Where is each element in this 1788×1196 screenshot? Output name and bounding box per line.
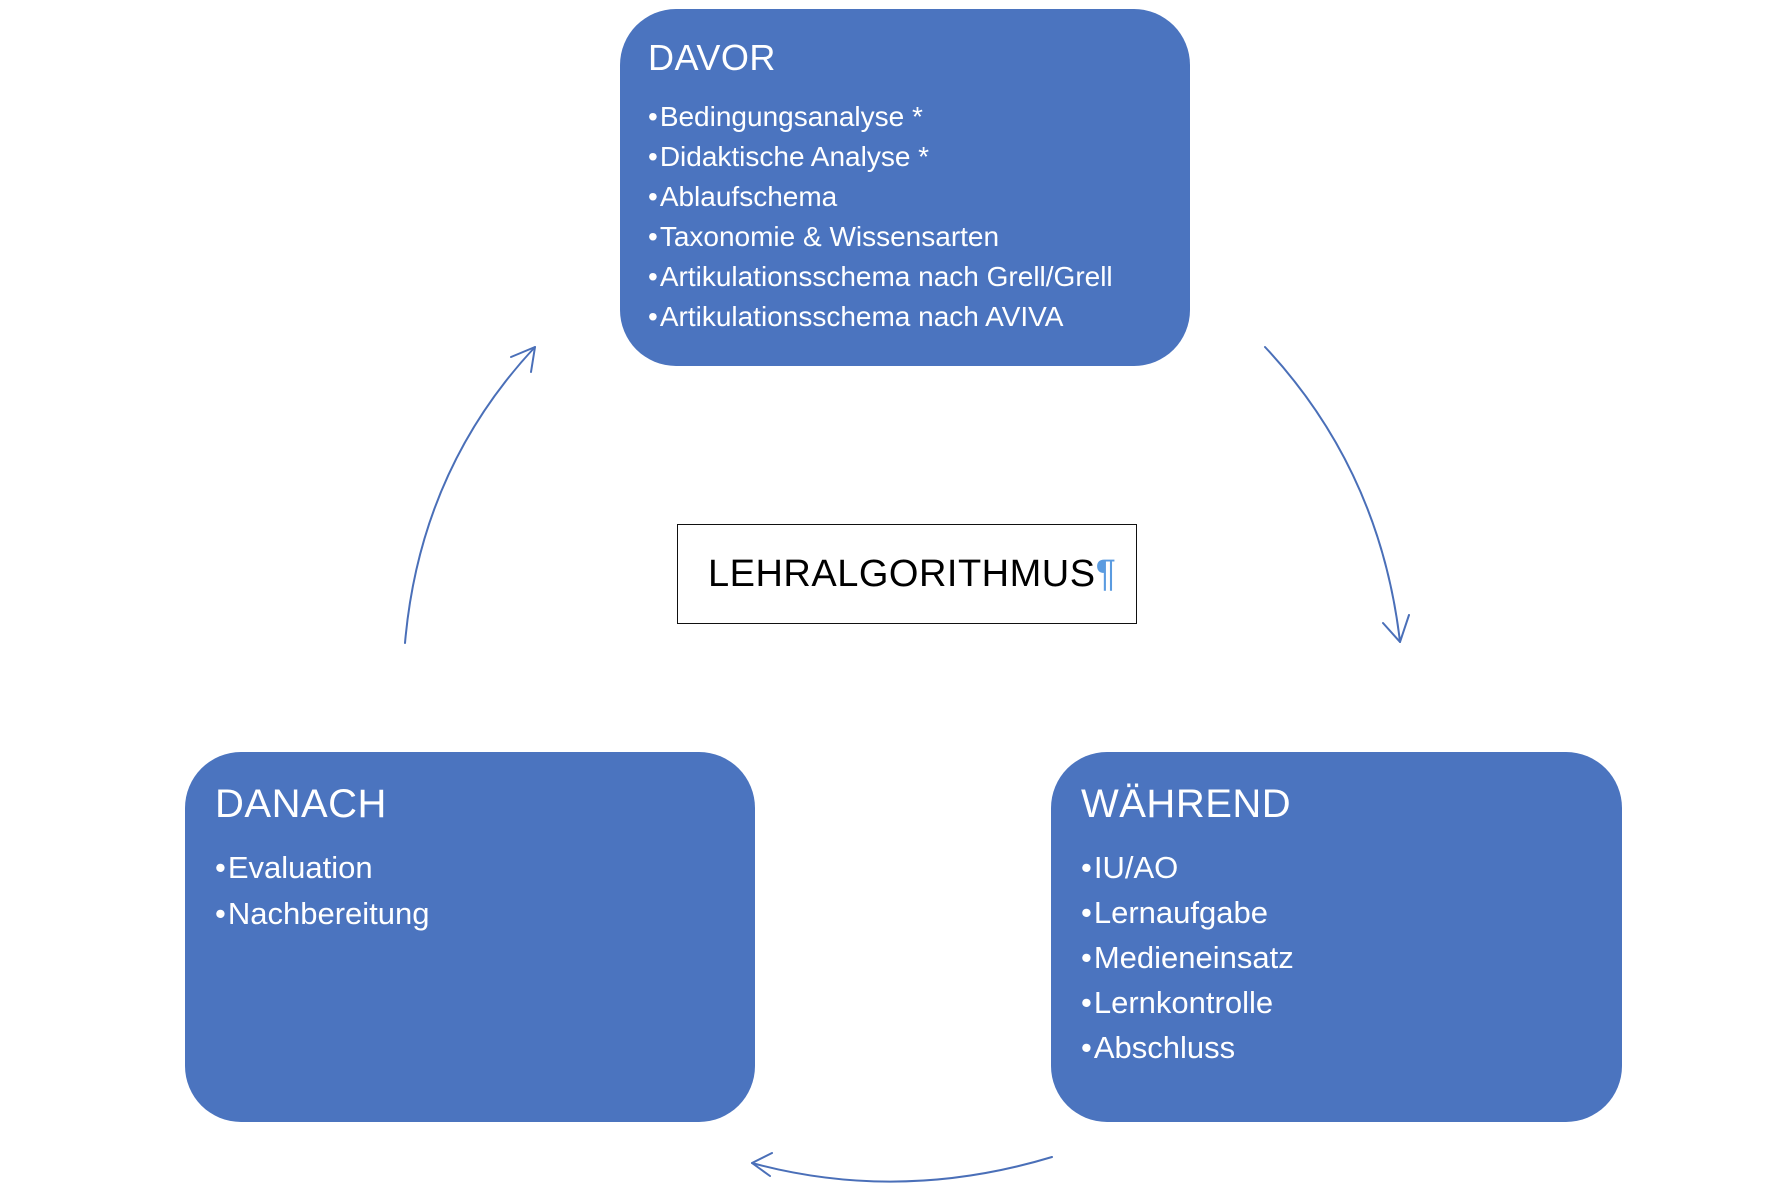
arrowhead-waehrend-to-danach bbox=[751, 1152, 773, 1177]
bullet: • bbox=[215, 896, 226, 931]
bullet: • bbox=[648, 181, 658, 212]
bullet: • bbox=[1081, 940, 1092, 975]
bullet: • bbox=[1081, 1030, 1092, 1065]
center-label: LEHRALGORITHMUS¶ bbox=[677, 524, 1137, 624]
bullet: • bbox=[648, 141, 658, 172]
center-label-text: LEHRALGORITHMUS bbox=[708, 552, 1096, 595]
list-item: •Nachbereitung bbox=[215, 896, 430, 931]
list-item: •Ablaufschema bbox=[648, 181, 838, 212]
danach-title: DANACH bbox=[215, 782, 387, 826]
bullet: • bbox=[648, 221, 658, 252]
davor-box: DAVOR •Bedingungsanalyse * •Didaktische … bbox=[620, 9, 1190, 366]
waehrend-title: WÄHREND bbox=[1081, 782, 1292, 826]
list-item: •IU/AO bbox=[1081, 850, 1179, 885]
bullet: • bbox=[1081, 850, 1092, 885]
pilcrow-mark: ¶ bbox=[1095, 552, 1117, 595]
list-item: •Artikulationsschema nach AVIVA bbox=[648, 301, 1064, 332]
arrow-waehrend-to-danach bbox=[751, 1156, 1053, 1183]
bullet: • bbox=[215, 850, 226, 885]
list-item: •Artikulationsschema nach Grell/Grell bbox=[648, 261, 1113, 292]
bullet: • bbox=[648, 301, 658, 332]
list-item: •Lernaufgabe bbox=[1081, 895, 1268, 930]
list-item: •Abschluss bbox=[1081, 1030, 1236, 1065]
list-item: •Bedingungsanalyse * bbox=[648, 101, 923, 132]
bullet: • bbox=[648, 261, 658, 292]
waehrend-list: •IU/AO •Lernaufgabe •Medieneinsatz •Lern… bbox=[1081, 845, 1622, 1070]
list-item: •Medieneinsatz bbox=[1081, 940, 1294, 975]
list-item: •Taxonomie & Wissensarten bbox=[648, 221, 1000, 252]
bullet: • bbox=[1081, 985, 1092, 1020]
davor-list: •Bedingungsanalyse * •Didaktische Analys… bbox=[648, 97, 1190, 337]
arrowhead-danach-to-davor bbox=[510, 346, 536, 373]
list-item: •Evaluation bbox=[215, 850, 373, 885]
waehrend-box: WÄHREND •IU/AO •Lernaufgabe •Medieneinsa… bbox=[1051, 752, 1622, 1122]
danach-box: DANACH •Evaluation •Nachbereitung bbox=[185, 752, 755, 1122]
arrowhead-davor-to-waehrend bbox=[1382, 614, 1410, 643]
arrow-danach-to-davor bbox=[404, 346, 536, 644]
arrow-davor-to-waehrend bbox=[1264, 346, 1401, 643]
danach-list: •Evaluation •Nachbereitung bbox=[215, 845, 755, 937]
davor-title: DAVOR bbox=[648, 37, 776, 78]
list-item: •Didaktische Analyse * bbox=[648, 141, 930, 172]
list-item: •Lernkontrolle bbox=[1081, 985, 1274, 1020]
bullet: • bbox=[1081, 895, 1092, 930]
bullet: • bbox=[648, 101, 658, 132]
